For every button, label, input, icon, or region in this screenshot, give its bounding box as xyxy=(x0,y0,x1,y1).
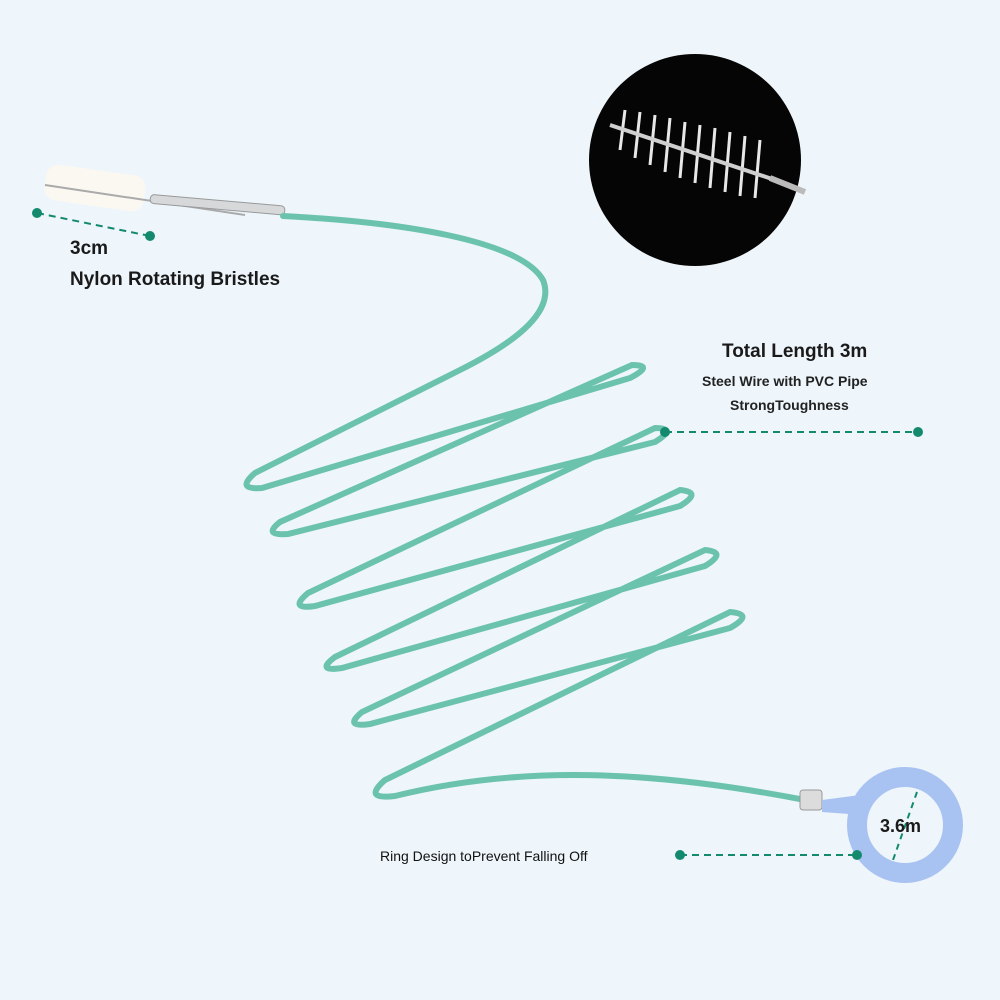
ring-dimension-line xyxy=(892,791,918,861)
ring xyxy=(847,767,963,883)
ring-description: Ring Design toPrevent Falling Off xyxy=(380,848,588,864)
wire xyxy=(243,213,808,803)
ring-size-label: 3.6m xyxy=(880,816,922,836)
toughness-label: StrongToughness xyxy=(730,397,849,413)
total-length-label: Total Length 3m xyxy=(722,341,868,362)
material-label: Steel Wire with PVC Pipe xyxy=(702,373,868,389)
ring-connector xyxy=(799,789,823,811)
brush-size-label: 3cm xyxy=(70,238,109,259)
bristle-closeup-inset xyxy=(589,54,807,266)
brush-description: Nylon Rotating Bristles xyxy=(70,269,281,290)
brush-dimension-line xyxy=(36,212,151,237)
brush-head xyxy=(44,164,286,216)
